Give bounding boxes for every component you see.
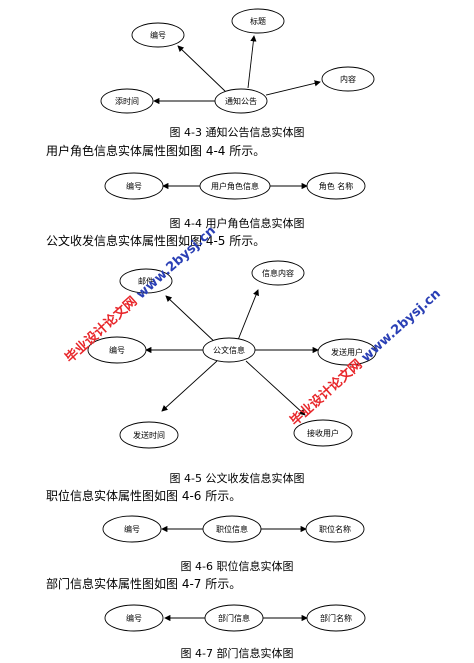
figure-4-3-caption: 图 4-3 通知公告信息实体图 (169, 126, 305, 139)
attr-rolename-node (306, 172, 366, 200)
attr-content-node (321, 66, 375, 92)
attr-info-content-label: 信息内容 (262, 268, 294, 278)
attr-id-node (104, 172, 164, 200)
figure-4-4-caption: 图 4-4 用户角色信息实体图 (169, 217, 305, 230)
attr-mail-label: 邮件 (138, 276, 154, 286)
entity-notice-label: 通知公告 (225, 96, 257, 106)
attr-mail-node (119, 268, 173, 294)
entity-position-node (202, 515, 262, 543)
figure-4-4-diagram: 用户角色信息 编号 角色 名称 (0, 168, 474, 208)
paragraph-4-4: 用户角色信息实体属性图如图 4-4 所示。 (46, 144, 266, 158)
attr-receiver-label: 接收用户 (307, 428, 339, 438)
attr-addtime-label: 添时间 (115, 96, 139, 106)
attr-content-label: 内容 (340, 74, 356, 84)
entity-document-label: 公文信息 (213, 345, 245, 355)
figure-4-7-caption: 图 4-7 部门信息实体图 (180, 647, 294, 660)
attr-id-node (87, 336, 147, 364)
paragraph-4-7: 部门信息实体属性图如图 4-7 所示。 (46, 577, 242, 591)
attr-title-label: 标题 (250, 16, 266, 26)
attr-title-node (231, 8, 285, 34)
attr-sendtime-label: 发送时间 (133, 430, 165, 440)
entity-document-node (202, 337, 256, 363)
attr-id-label: 编号 (126, 181, 142, 191)
paragraph-4-5: 公文收发信息实体属性图如图 4-5 所示。 (46, 234, 266, 248)
figure-4-6-diagram: 职位信息 编号 职位名称 (0, 510, 474, 550)
figure-4-6-caption: 图 4-6 职位信息实体图 (180, 560, 294, 573)
attr-id-node (102, 515, 162, 543)
attr-addtime-node (100, 88, 154, 114)
attr-departmentname-label: 部门名称 (320, 613, 352, 623)
attr-receiver-node (293, 419, 353, 447)
entity-department-label: 部门信息 (218, 613, 250, 623)
attr-id-label: 编号 (126, 613, 142, 623)
attr-info-content-node (251, 260, 305, 286)
attr-id-node (104, 604, 164, 632)
entity-userrole-node (199, 172, 271, 200)
figure-4-3-diagram: 通知公告 编号 标题 内容 添时间 (0, 0, 474, 125)
attr-sender-node (317, 338, 377, 366)
figure-4-5-diagram: 公文信息 邮件 信息内容 编号 发送用户 发送时间 接收用户 (0, 253, 474, 463)
attr-id-node (131, 22, 185, 48)
paragraph-4-6: 职位信息实体属性图如图 4-6 所示。 (46, 489, 242, 503)
attr-sendtime-node (119, 421, 179, 449)
entity-position-label: 职位信息 (216, 524, 248, 534)
attr-id-label: 编号 (150, 30, 166, 40)
attr-id-label: 编号 (109, 345, 125, 355)
entity-notice-node (214, 88, 268, 114)
attr-positionname-label: 职位名称 (319, 524, 351, 534)
figure-4-7-diagram: 部门信息 编号 部门名称 (0, 598, 474, 640)
entity-userrole-label: 用户角色信息 (211, 181, 259, 191)
entity-department-node (204, 604, 264, 632)
attr-sender-label: 发送用户 (331, 347, 363, 357)
figure-4-5-caption: 图 4-5 公文收发信息实体图 (169, 472, 305, 485)
attr-id-label: 编号 (124, 524, 140, 534)
attr-positionname-node (305, 515, 365, 543)
attr-departmentname-node (306, 604, 366, 632)
attr-rolename-label: 角色 名称 (319, 181, 354, 191)
